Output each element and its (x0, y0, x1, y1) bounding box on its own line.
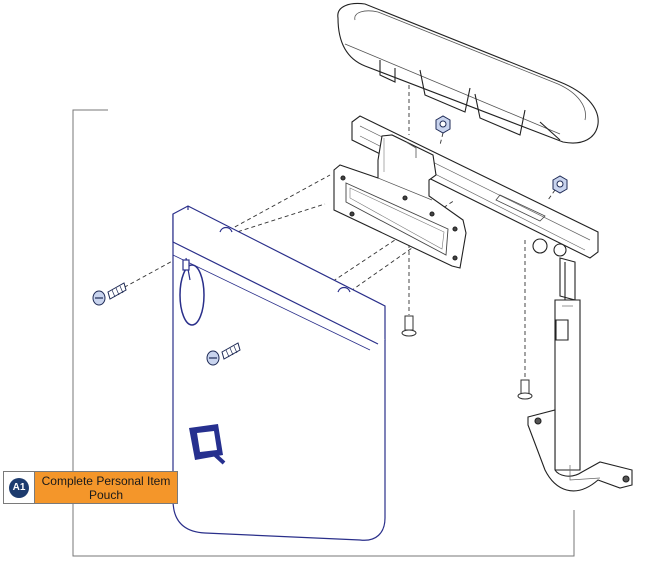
hex-nut-lower (552, 175, 568, 194)
a1-badge-icon: A1 (9, 477, 29, 498)
screw-lower (206, 342, 241, 366)
armrest-pad (337, 2, 599, 144)
group-bracket (72, 109, 575, 557)
pouch (172, 205, 386, 541)
mounting-bracket (333, 134, 467, 269)
part-callout: A1 Complete Personal Item Pouch (3, 471, 178, 504)
callout-badge-box: A1 (3, 471, 35, 504)
callout-label: Complete Personal Item Pouch (35, 471, 178, 504)
screw-left (92, 282, 127, 306)
q-logo-icon (189, 424, 226, 465)
hex-nut-upper (435, 115, 451, 134)
bolt-center (401, 315, 417, 337)
bolt-right (517, 379, 533, 400)
